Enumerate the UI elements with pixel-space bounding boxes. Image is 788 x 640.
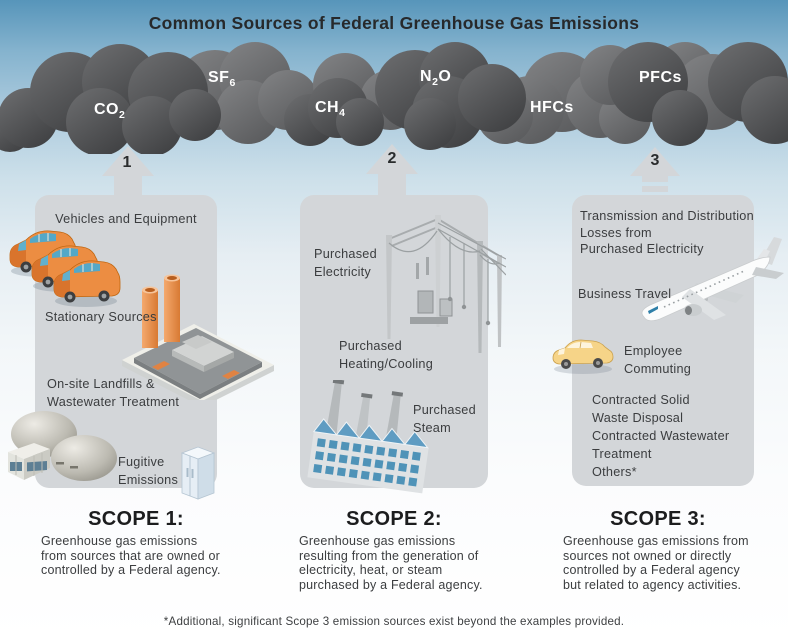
label-stationary-sources: Stationary Sources [45,310,157,324]
gas-label-sf6: SF6 [208,69,236,90]
airplane-icon [641,237,784,322]
label-transmission-distribution-losses: Transmission and Distribution Losses fro… [580,209,754,256]
steam-plant-icon [307,380,429,494]
emissions-clouds [0,42,788,154]
label-business-travel: Business Travel [578,287,672,301]
label-vehicles-and-equipment: Vehicles and Equipment [55,212,197,226]
label-purchased-steam: Purchased Steam [413,403,476,435]
gas-label-hfcs: HFCs [530,99,574,116]
scope1-arrow [102,146,154,200]
label-others: Others* [592,465,637,479]
arrow-number-1: 1 [122,154,132,171]
scope2-heading: SCOPE 2: [346,508,442,530]
scope3-panel [572,195,754,486]
label-fugitive-emissions: Fugitive Emissions [118,455,179,487]
gas-label-pfcs: PFCs [639,69,682,86]
scope3-footnote: *Additional, significant Scope 3 emissio… [163,615,625,628]
scope2-description: Greenhouse gas emissions resulting from … [299,534,483,592]
arrow-number-2: 2 [387,150,397,167]
label-employee-commuting: Employee Commuting [624,344,692,376]
power-substation-icon [386,215,506,353]
scope1-heading: SCOPE 1: [88,508,184,530]
factory-smokestacks-icon [122,274,274,400]
refrigerator-icon [180,446,216,500]
label-purchased-heating-cooling: Purchased Heating/Cooling [339,339,434,371]
commuter-car-icon [552,339,614,374]
scope2-summary: SCOPE 2: Greenhouse gas emissions result… [295,508,493,592]
scope3-summary: SCOPE 3: Greenhouse gas emissions from s… [559,508,757,592]
landfill-domes-icon [8,411,117,481]
gas-label-ch4: CH4 [315,99,346,120]
label-purchased-electricity: Purchased Electricity [314,247,377,279]
gas-label-n2o: N2O [420,68,452,89]
scope1-summary: SCOPE 1: Greenhouse gas emissions from s… [37,508,235,578]
cloud-shapes-front [0,42,788,154]
arrow-number-3: 3 [650,152,660,169]
label-onsite-landfills-wastewater: On-site Landfills & Wastewater Treatment [47,377,180,409]
label-contracted-solid-waste: Contracted Solid Waste Disposal [592,393,690,425]
page-title: Common Sources of Federal Greenhouse Gas… [148,13,640,33]
scope3-heading: SCOPE 3: [610,508,706,530]
gas-label-co2: CO2 [94,101,126,122]
scope3-description: Greenhouse gas emissions from sources no… [563,534,749,592]
scope1-description: Greenhouse gas emissions from sources th… [41,534,221,578]
label-contracted-wastewater: Contracted Wastewater Treatment [592,429,730,461]
scope2-arrow [366,144,418,200]
